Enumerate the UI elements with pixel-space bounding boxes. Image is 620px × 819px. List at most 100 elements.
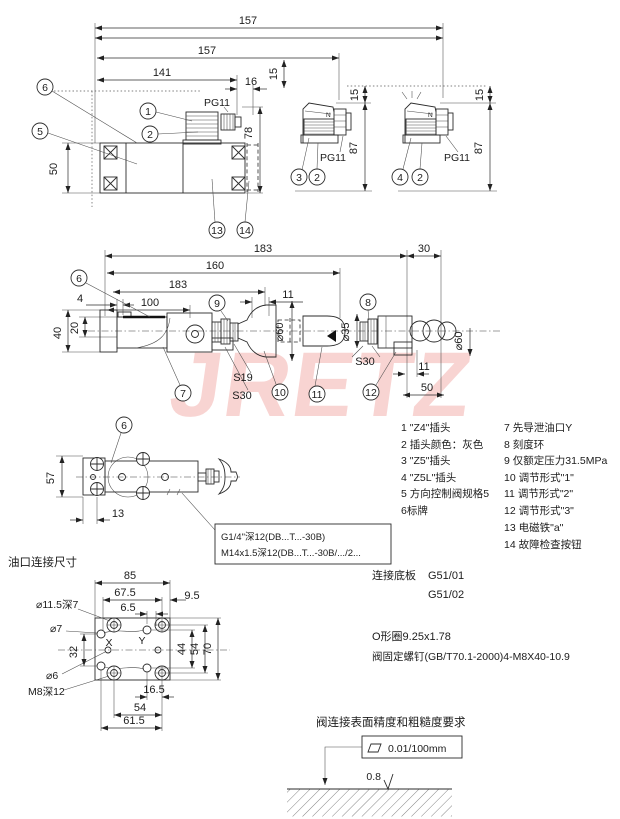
svg-text:5: 5 <box>37 126 43 138</box>
dim-50: 50 <box>48 163 60 175</box>
svg-text:2: 2 <box>417 172 423 184</box>
dim-61-5: 61.5 <box>123 715 144 727</box>
dim-141: 141 <box>153 67 171 79</box>
svg-text:6: 6 <box>76 273 82 285</box>
legend-item-7: 7 先导泄油口Y <box>504 421 572 434</box>
dim-44: 44 <box>176 643 188 655</box>
port-view-title: 油口连接尺寸 <box>8 555 77 569</box>
dim-100: 100 <box>141 297 159 309</box>
port-note-line2: M14x1.5深12(DB...T...-30B/.../2... <box>221 548 361 559</box>
dim-d35: ⌀35 <box>340 323 352 342</box>
svg-text:8: 8 <box>365 297 371 309</box>
mounting-holes <box>96 617 170 681</box>
side-view: 183 30 160 183 11 100 4 20 40 ⌀60 ⌀35 ⌀6… <box>52 243 500 403</box>
callout-6-top: 6 <box>110 416 133 464</box>
port-x-label: X <box>105 637 112 649</box>
dim-40: 40 <box>52 327 64 339</box>
svg-text:14: 14 <box>239 225 251 237</box>
legend-item-2: 2 插头颜色：灰色 <box>401 438 484 451</box>
dim-15-v2: 15 <box>474 89 486 101</box>
adjust-knob-1 <box>237 304 277 358</box>
top-bolts <box>90 452 169 500</box>
svg-text:2: 2 <box>147 129 153 141</box>
dim-54b: 54 <box>134 702 146 714</box>
dim-50: 50 <box>421 382 433 394</box>
callout-14: 14 <box>236 180 254 239</box>
legend-item-6: 6标牌 <box>401 504 428 517</box>
adjuster-nuts-2 <box>359 318 378 345</box>
dim-11-5-deep7: ⌀11.5深7 <box>36 599 78 611</box>
roughness-value: 0.8 <box>366 771 381 783</box>
dim-87-v2: 87 <box>473 142 485 154</box>
callout-6-front: 6 <box>36 78 138 144</box>
dim-85: 85 <box>124 570 136 582</box>
hatched-surface <box>287 789 452 817</box>
dim-16-5: 16.5 <box>143 684 164 696</box>
roughness-icon <box>383 773 394 791</box>
dim-160: 160 <box>206 260 224 272</box>
n-mark-2: N <box>428 112 433 119</box>
svg-text:13: 13 <box>211 225 223 237</box>
dim-70: 70 <box>202 643 214 655</box>
svg-text:10: 10 <box>274 387 286 399</box>
callout-2b: 2 <box>308 142 326 186</box>
svg-text:6: 6 <box>121 420 127 432</box>
energize-marks <box>401 91 422 100</box>
dim-78: 78 <box>243 127 255 139</box>
legend-item-8: 8 刻度环 <box>504 438 544 451</box>
port-connection-view: 油口连接尺寸 X Y 85 67.5 9.5 6.5 ⌀11.5深7 ⌀7 ⌀6… <box>8 555 230 731</box>
dim-4: 4 <box>77 293 83 305</box>
dim-67-5: 67.5 <box>114 587 135 599</box>
legend-item-3: 3 "Z5"插头 <box>401 454 450 467</box>
dim-6: ⌀6 <box>46 670 58 682</box>
dim-11b: 11 <box>418 361 429 373</box>
callout-1: 1 <box>139 102 193 122</box>
screws-note: 阀固定螺钉(GB/T70.1-2000)4-M8X40-10.9 <box>372 650 570 663</box>
notes: 连接底板 G51/01 G51/02 O形圈9.25x1.78 阀固定螺钉(GB… <box>372 568 570 663</box>
port-note-line1: G1/4"深12(DB...T...-30B) <box>221 532 325 543</box>
legend-item-14: 14 故障检查按钮 <box>504 538 582 551</box>
pg11-label-main: PG11 <box>204 97 230 109</box>
legend-item-12: 12 调节形式"3" <box>504 504 574 517</box>
adjust-knob-2 <box>302 315 346 347</box>
adjuster-nuts <box>211 318 239 345</box>
dim-157-top: 157 <box>239 15 257 27</box>
top-view: 57 13 6 G1/4"深12(DB...T...-30B) M14x1.5深… <box>45 416 392 565</box>
dim-32: 32 <box>68 646 80 658</box>
dim-20: 20 <box>69 322 81 334</box>
legend-item-11: 11 调节形式"2" <box>504 487 573 500</box>
flatness-icon <box>367 743 382 753</box>
svg-text:4: 4 <box>397 172 403 184</box>
legend-item-10: 10 调节形式"1" <box>504 471 574 484</box>
plug-variant-z5 <box>300 102 352 144</box>
callout-2a: 2 <box>141 125 199 143</box>
callout-7: 7 <box>162 346 192 402</box>
s30-label-left: S30 <box>232 390 252 402</box>
base-plate-2: G51/02 <box>428 589 464 601</box>
callout-11: 11 <box>308 346 326 403</box>
dim-d60b: ⌀60 <box>453 332 465 351</box>
s19-label: S19 <box>233 372 253 384</box>
flatness-value: 0.01/100mm <box>388 743 447 755</box>
n-mark-1: N <box>326 112 331 119</box>
dim-183a: 183 <box>254 243 272 255</box>
dim-9-5: 9.5 <box>184 590 199 602</box>
dim-13: 13 <box>112 508 124 520</box>
legend-item-5: 5 方向控制阀规格5 <box>401 487 489 500</box>
dim-6-5: 6.5 <box>120 602 135 614</box>
s30-label-right: S30 <box>355 356 375 368</box>
capstan-knob <box>409 319 457 343</box>
dim-16: 16 <box>245 76 257 88</box>
port-y-label: Y <box>138 635 145 647</box>
base-plate-1: G51/01 <box>428 570 464 582</box>
dim-d60a: ⌀60 <box>274 323 286 342</box>
base-plate-label: 连接底板 <box>372 568 416 582</box>
svg-text:1: 1 <box>145 106 151 118</box>
dim-183b: 183 <box>169 279 187 291</box>
svg-text:11: 11 <box>312 389 323 401</box>
callout-8: 8 <box>359 293 377 321</box>
svg-text:2: 2 <box>314 172 320 184</box>
dim-7: ⌀7 <box>50 623 62 635</box>
mounting-screws <box>103 145 246 191</box>
legend-item-1: 1 "Z4"插头 <box>401 421 450 434</box>
